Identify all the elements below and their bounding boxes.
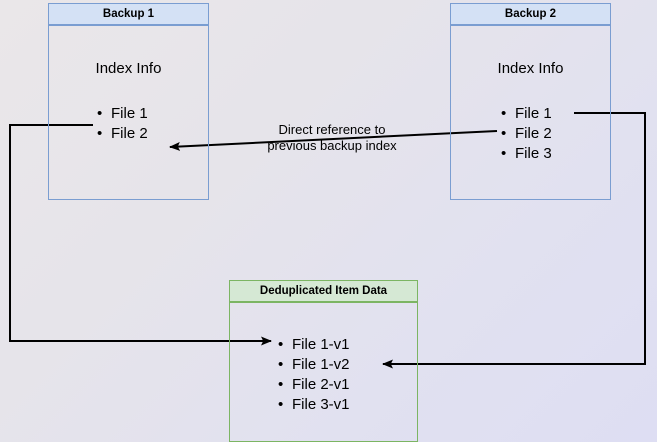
list-item: File 1 (97, 104, 148, 124)
backup-1-file-list: File 1 File 2 (97, 104, 148, 144)
backup-1-index-label: Index Info (95, 60, 162, 77)
backup-1-box[interactable]: Backup 1 Index Info File 1 File 2 (48, 3, 209, 200)
backup-1-body: Index Info File 1 File 2 (48, 25, 209, 200)
list-item: File 2 (97, 124, 148, 144)
list-item: File 1 (501, 104, 552, 124)
backup-2-header: Backup 2 (450, 3, 611, 25)
backup-2-file-list: File 1 File 2 File 3 (501, 104, 552, 164)
dedup-body: File 1-v1 File 1-v2 File 2-v1 File 3-v1 (229, 302, 418, 442)
direct-reference-caption: Direct reference to previous backup inde… (247, 122, 417, 154)
list-item: File 1-v1 (278, 335, 350, 355)
caption-line-1: Direct reference to (278, 122, 386, 137)
list-item: File 2-v1 (278, 375, 350, 395)
caption-line-2: previous backup index (267, 138, 397, 153)
backup-2-index-label: Index Info (497, 60, 564, 77)
backup-2-body: Index Info File 1 File 2 File 3 (450, 25, 611, 200)
backup-1-header: Backup 1 (48, 3, 209, 25)
list-item: File 2 (501, 124, 552, 144)
list-item: File 3-v1 (278, 395, 350, 415)
list-item: File 1-v2 (278, 355, 350, 375)
backup-2-box[interactable]: Backup 2 Index Info File 1 File 2 File 3 (450, 3, 611, 200)
dedup-item-list: File 1-v1 File 1-v2 File 2-v1 File 3-v1 (278, 335, 350, 415)
list-item: File 3 (501, 144, 552, 164)
dedup-header: Deduplicated Item Data (229, 280, 418, 302)
deduplicated-item-data-box[interactable]: Deduplicated Item Data File 1-v1 File 1-… (229, 280, 418, 442)
